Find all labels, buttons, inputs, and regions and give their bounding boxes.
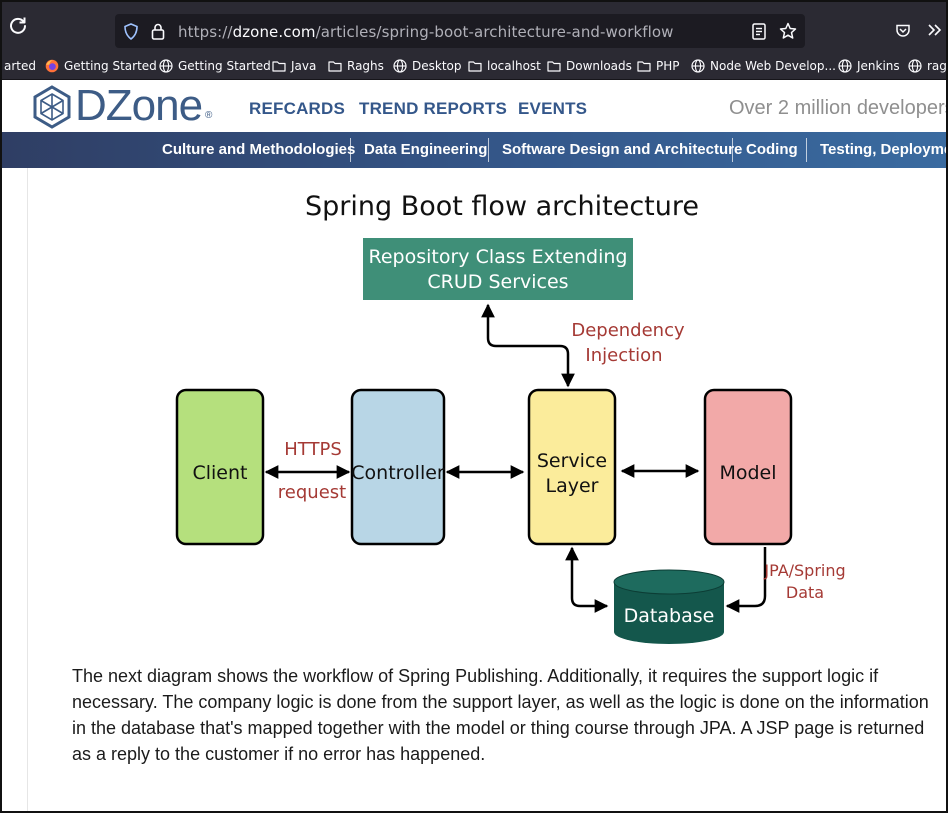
folder-icon: [272, 59, 286, 73]
article-paragraph: The next diagram shows the workflow of S…: [72, 666, 929, 764]
bookmarks-toolbar: [2, 50, 946, 80]
bookmark-label: PHP: [656, 59, 680, 73]
globe-icon: [393, 59, 407, 73]
tracking-shield-icon[interactable]: [123, 23, 139, 40]
dzone-logo-text[interactable]: DZone: [75, 81, 203, 130]
url-prefix: https://: [178, 23, 233, 41]
architecture-diagram: Spring Boot flow architecture Repository…: [175, 191, 846, 644]
globe-icon: [691, 59, 705, 73]
client-label: Client: [192, 462, 247, 484]
bookmark-label: arted: [4, 59, 36, 73]
url-host: dzone.com: [232, 23, 316, 41]
category-software-design[interactable]: Software Design and Architecture: [502, 141, 743, 158]
globe-icon: [159, 59, 173, 73]
category-nav: [2, 132, 946, 168]
bookmark-item[interactable]: Getting Started: [159, 58, 271, 74]
database-label: Database: [624, 605, 715, 627]
dzone-logo-icon[interactable]: [32, 85, 72, 129]
chevron-more-icon[interactable]: [925, 21, 943, 39]
site-tagline: Over 2 million developers h: [729, 97, 948, 119]
controller-box: [350, 388, 446, 546]
reader-view-icon[interactable]: [752, 23, 766, 40]
bookmark-item[interactable]: arted: [4, 58, 36, 74]
bookmark-item[interactable]: Downloads: [547, 58, 632, 74]
bookmark-label: Raghs: [347, 59, 384, 73]
diagram-title: Spring Boot flow architecture: [305, 191, 699, 222]
firefox-icon: [45, 59, 59, 73]
lock-icon[interactable]: [151, 22, 165, 40]
bookmark-item[interactable]: localhost: [468, 58, 541, 74]
category-divider: [732, 138, 733, 162]
bookmark-item[interactable]: Desktop: [393, 58, 462, 74]
bookmark-item[interactable]: Jenkins: [838, 58, 900, 74]
folder-icon: [637, 59, 651, 73]
folder-icon: [328, 59, 342, 73]
nav-refcards[interactable]: REFCARDS: [249, 99, 346, 118]
dependency-injection-arrow: [481, 303, 575, 388]
bookmark-item[interactable]: Getting Started: [45, 58, 157, 74]
repository-box: [363, 238, 633, 300]
nav-trend-reports[interactable]: TREND REPORTS: [359, 99, 508, 118]
https-label-line2: request: [278, 482, 346, 503]
dependency-label-line2: Injection: [585, 345, 662, 366]
dependency-label-line1: Dependency: [571, 320, 685, 341]
bookmark-label: localhost: [487, 59, 541, 73]
client-box: [175, 388, 265, 546]
bookmark-label: Downloads: [566, 59, 632, 73]
content-border: [27, 168, 28, 811]
category-divider: [488, 138, 489, 162]
bookmark-label: Node Web Develop...: [710, 59, 836, 73]
jpa-label-line2: Data: [786, 583, 824, 602]
category-divider: [806, 138, 807, 162]
bookmark-item[interactable]: Raghs: [328, 58, 384, 74]
bookmark-item[interactable]: Java: [272, 58, 316, 74]
nav-events[interactable]: EVENTS: [518, 99, 588, 118]
category-coding[interactable]: Coding: [746, 141, 798, 158]
bookmark-item[interactable]: rags: [908, 58, 947, 74]
model-box: [703, 388, 793, 546]
url-text[interactable]: https://dzone.com/articles/spring-boot-a…: [178, 23, 674, 41]
model-label: Model: [719, 462, 776, 484]
bookmark-label: rags: [927, 59, 947, 73]
bookmark-star-icon[interactable]: [779, 22, 797, 40]
service-label-line2: Layer: [546, 475, 599, 497]
registered-mark: ®: [205, 110, 213, 121]
address-bar[interactable]: [115, 14, 805, 48]
model-database-arrow: [725, 547, 767, 613]
bookmark-label: Getting Started: [178, 59, 271, 73]
service-layer-box: [527, 388, 617, 546]
globe-icon: [908, 59, 922, 73]
category-data-engineering[interactable]: Data Engineering: [364, 141, 488, 158]
bookmark-label: Java: [291, 59, 317, 73]
url-path: /articles/spring-boot-architecture-and-w…: [315, 23, 674, 41]
service-database-arrow: [565, 546, 609, 613]
folder-icon: [547, 59, 561, 73]
controller-label: Controller: [351, 462, 445, 484]
bookmark-label: Getting Started: [64, 59, 157, 73]
site-header: [2, 80, 946, 132]
bookmark-item[interactable]: PHP: [637, 58, 680, 74]
bookmark-label: Desktop: [412, 59, 462, 73]
repository-label-line1: Repository Class Extending: [369, 246, 628, 268]
database-cylinder: [613, 569, 725, 644]
category-divider: [350, 138, 351, 162]
folder-icon: [468, 59, 482, 73]
globe-icon: [838, 59, 852, 73]
bookmark-label: Jenkins: [857, 59, 900, 73]
pocket-icon[interactable]: [895, 23, 911, 39]
category-culture-and-methodologies[interactable]: Culture and Methodologies: [162, 141, 356, 158]
service-label-line1: Service: [537, 450, 607, 472]
repository-label-line2: CRUD Services: [427, 271, 568, 293]
reload-icon[interactable]: [8, 15, 28, 35]
category-testing-deployment[interactable]: Testing, Deployment: [820, 141, 946, 158]
https-label-line1: HTTPS: [284, 439, 342, 460]
bookmark-item[interactable]: Node Web Develop...: [691, 58, 836, 74]
jpa-label-line1: JPA/Spring: [763, 561, 845, 580]
